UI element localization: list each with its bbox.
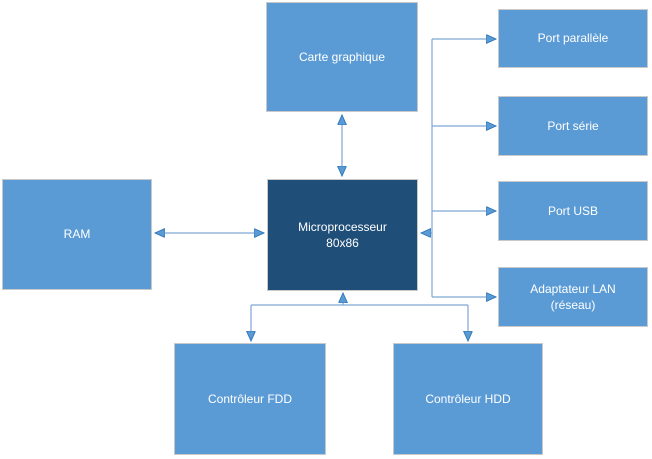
node-carte-graphique-label: Carte graphique bbox=[298, 49, 386, 64]
node-port-parallele-label: Port parallèle bbox=[537, 31, 609, 46]
node-controleur-fdd-label: Contrôleur FDD bbox=[207, 391, 293, 406]
node-controleur-hdd-label: Contrôleur HDD bbox=[425, 391, 511, 406]
node-microprocesseur: Microprocesseur 80x86 bbox=[267, 179, 418, 291]
node-port-serie-label: Port série bbox=[547, 118, 599, 133]
node-adaptateur-lan: Adaptateur LAN (réseau) bbox=[498, 267, 648, 327]
node-port-usb-label: Port USB bbox=[547, 203, 598, 218]
bottom-bus bbox=[251, 293, 468, 341]
node-ram-label: RAM bbox=[63, 227, 91, 242]
node-microprocesseur-label: Microprocesseur 80x86 bbox=[298, 219, 387, 250]
node-port-serie: Port série bbox=[498, 96, 648, 156]
node-controleur-fdd: Contrôleur FDD bbox=[174, 343, 326, 455]
node-controleur-hdd: Contrôleur HDD bbox=[393, 343, 543, 455]
node-adaptateur-lan-label: Adaptateur LAN (réseau) bbox=[530, 281, 616, 312]
node-ram: RAM bbox=[2, 179, 152, 290]
right-bus bbox=[421, 39, 496, 297]
node-port-parallele: Port parallèle bbox=[498, 9, 648, 68]
node-carte-graphique: Carte graphique bbox=[266, 2, 418, 112]
node-port-usb: Port USB bbox=[498, 181, 648, 241]
